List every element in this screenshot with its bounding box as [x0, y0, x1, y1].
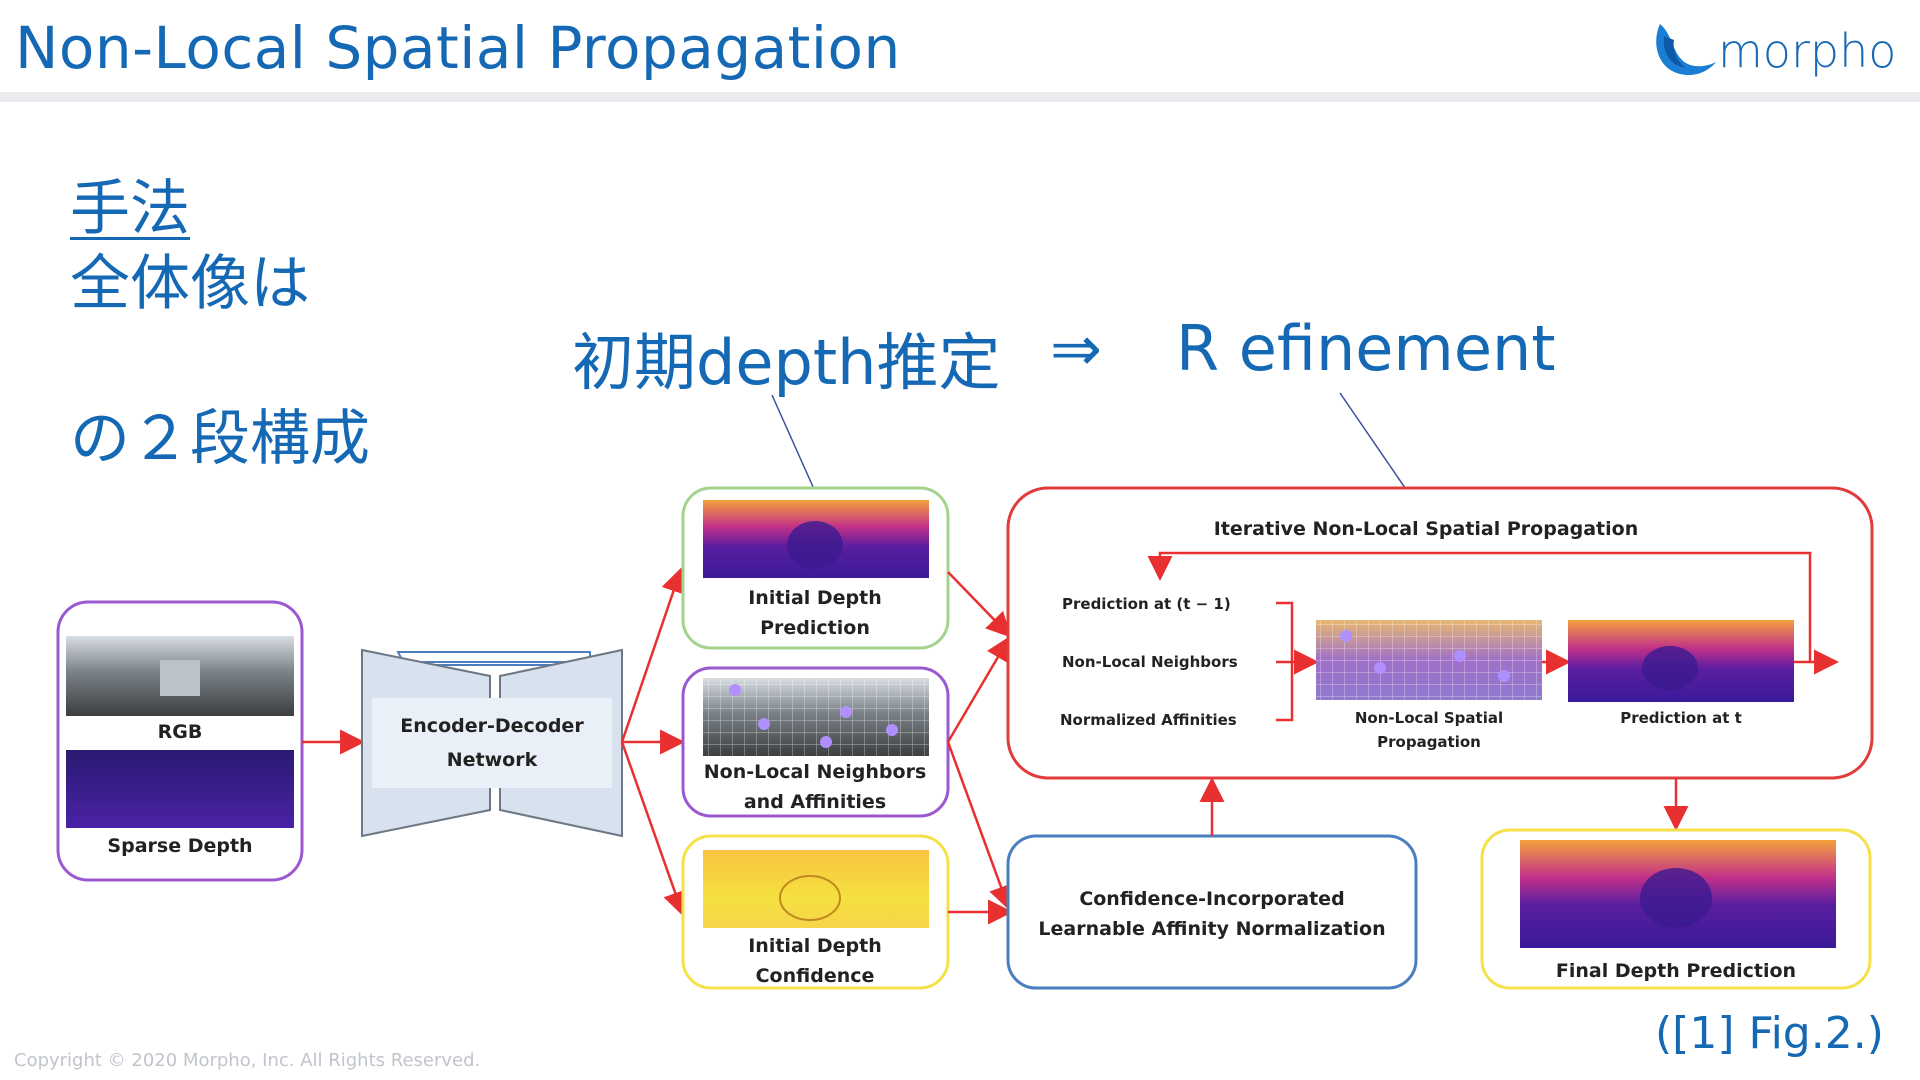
- initial-depth-label-1: Initial Depth: [748, 587, 882, 609]
- feedback-arrow: [1147, 551, 1812, 662]
- neighbors-label-2: and Affinities: [744, 791, 886, 813]
- overview-text: 全体像は: [70, 249, 310, 319]
- pred-prev-label: Prediction at (t − 1): [1062, 595, 1231, 613]
- callout-line-stage2: [1339, 392, 1413, 499]
- morpho-logo: morpho: [1650, 16, 1896, 86]
- normalization-label-1: Confidence-Incorporated: [1079, 888, 1344, 910]
- network-label-2: Network: [447, 749, 538, 771]
- arrow-neighbors-to-normalization: [946, 741, 1013, 911]
- stage1-label: 初期depth推定: [572, 326, 1001, 399]
- nlsp-label-2: Propagation: [1377, 733, 1481, 751]
- arrow-to-confidence: [620, 741, 688, 917]
- two-stage-text: の２段構成: [70, 404, 370, 474]
- neighbors-label-1: Non-Local Neighbors: [704, 761, 927, 783]
- sparse-depth-label: Sparse Depth: [107, 835, 252, 857]
- neighbors-label: Non-Local Neighbors: [1062, 653, 1238, 671]
- arrow-depth-to-propagation: [947, 571, 1012, 638]
- slide-header: Non-Local Spatial Propagation morpho: [0, 0, 1920, 92]
- confidence-label-2: Confidence: [756, 965, 875, 987]
- stage-arrow: ⇒: [1050, 312, 1102, 385]
- propagation-title: Iterative Non-Local Spatial Propagation: [1214, 518, 1638, 540]
- affinities-label: Normalized Affinities: [1060, 711, 1237, 729]
- arrow-to-initial-depth: [620, 567, 686, 743]
- nlsp-label-1: Non-Local Spatial: [1355, 709, 1503, 727]
- section-heading: 手法: [70, 174, 190, 244]
- normalization-label-2: Learnable Affinity Normalization: [1038, 918, 1385, 940]
- morpho-logo-icon: [1656, 24, 1716, 76]
- rgb-label: RGB: [158, 721, 203, 743]
- sparse-depth-image: [66, 750, 294, 828]
- stage2-label: R efinement: [1176, 312, 1556, 385]
- copyright-text: Copyright © 2020 Morpho, Inc. All Rights…: [14, 1050, 481, 1071]
- initial-depth-label-2: Prediction: [760, 617, 870, 639]
- callout-line-stage1: [771, 394, 819, 499]
- normalization-box: [1006, 834, 1418, 990]
- arrow-neighbors-to-propagation: [946, 635, 1011, 743]
- final-depth-label: Final Depth Prediction: [1556, 960, 1796, 982]
- header-divider: [0, 92, 1920, 102]
- citation-text: ([1] Fig.2.): [1655, 1008, 1884, 1059]
- confidence-image: [703, 850, 929, 928]
- network-label-1: Encoder-Decoder: [400, 715, 584, 737]
- rgb-car: [160, 660, 200, 696]
- slide-title: Non-Local Spatial Propagation: [15, 14, 901, 82]
- logo-wordmark: morpho: [1718, 24, 1897, 78]
- confidence-label-1: Initial Depth: [748, 935, 882, 957]
- pred-t-label: Prediction at t: [1620, 709, 1742, 727]
